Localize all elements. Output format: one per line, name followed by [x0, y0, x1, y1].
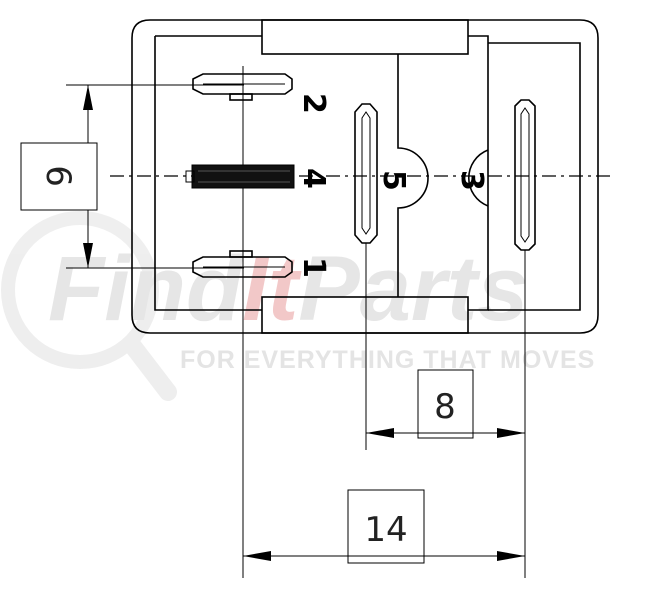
relay-housing [131, 19, 599, 334]
dimension-pin1-pin3-label: 14 [364, 510, 407, 550]
pin-3-label: 3 [454, 170, 489, 191]
pin-4-terminal [185, 164, 295, 189]
pin-5-terminal [354, 103, 378, 244]
pin-1-terminal [192, 250, 293, 278]
pin-2-terminal [192, 73, 293, 101]
pin-2-label: 2 [296, 93, 331, 114]
watermark-tagline: FOR EVERYTHING THAT MOVES [180, 346, 595, 374]
pin-1-label: 1 [296, 257, 331, 278]
dimension-pin1-pin3 [242, 277, 525, 578]
dimension-pin5-pin3-label: 8 [434, 387, 456, 427]
magnifier-logo-icon [1, 211, 177, 401]
dimension-vertical-pitch [20, 84, 244, 269]
dimension-vertical-pitch-label: 6 [38, 165, 78, 187]
watermark-brand: FindItParts [48, 238, 529, 340]
watermark: FindItParts FOR EVERYTHING THAT MOVES [1, 211, 595, 401]
pin-5-label: 5 [376, 170, 411, 191]
bottom-tab [261, 296, 469, 334]
dimension-pin5-pin3 [365, 243, 526, 578]
top-tab [261, 19, 469, 55]
pin-4-label: 4 [296, 168, 331, 189]
pin-3-terminal [514, 99, 536, 251]
